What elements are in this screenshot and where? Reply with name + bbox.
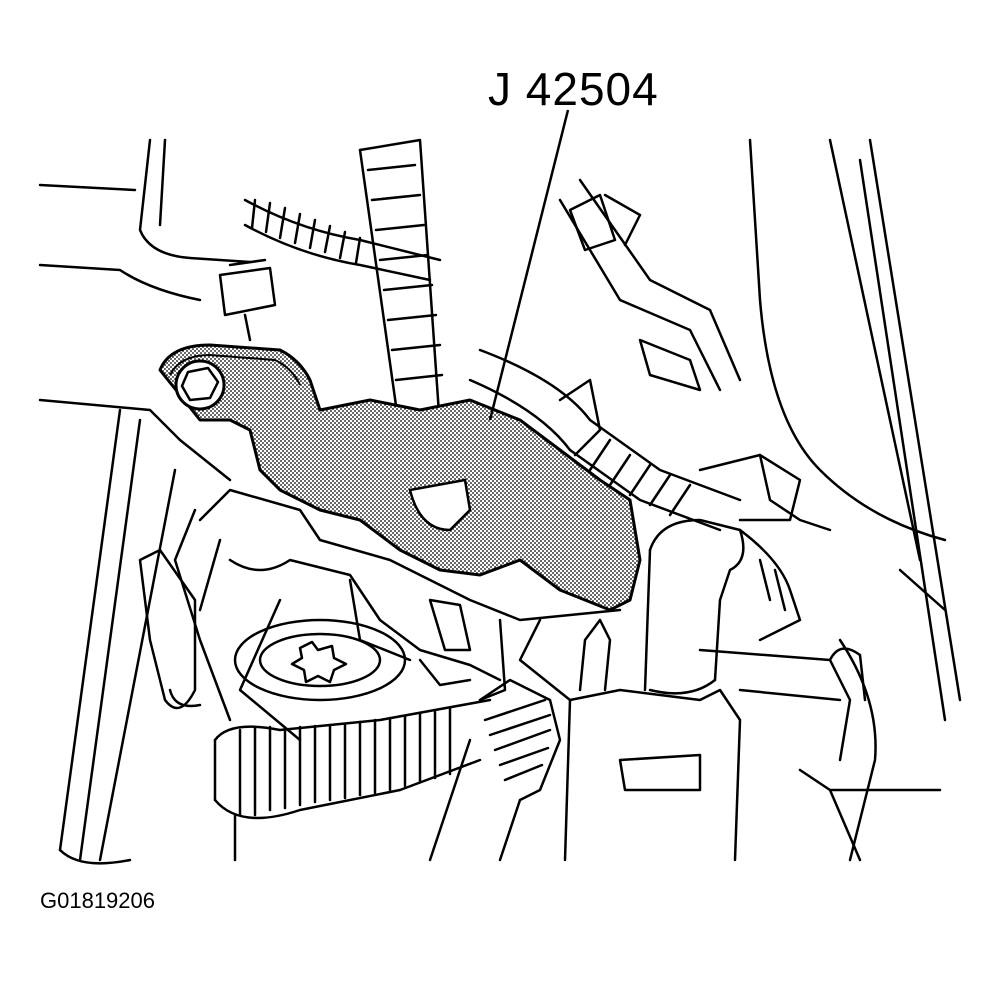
mount-bracket-body [198,488,622,742]
callout-leader-line [488,109,570,421]
body-panel-left [38,138,252,865]
lower-corrugated-hose-left [213,698,492,862]
figure-id: G01819206 [40,888,155,913]
tool-callout-label: J 42504 [488,63,659,115]
upper-right-hose [558,178,742,392]
upper-wiring-harness [243,198,442,282]
lower-left-stud [138,548,202,710]
connector-block [698,453,832,532]
vertical-pipe-right [643,518,802,695]
corrugated-hose-middle [468,348,742,532]
right-lower-strut [698,647,867,762]
tool-shaft-socket [408,478,472,532]
sensor-housing [563,618,742,862]
bolt-head [174,359,226,411]
body-panel-right [748,138,962,862]
hose-clamp-upper-left [218,258,277,342]
lower-corrugated-hose-middle [428,678,562,862]
mount-round-pad [233,618,407,702]
tool-plate-j42504 [158,343,642,612]
